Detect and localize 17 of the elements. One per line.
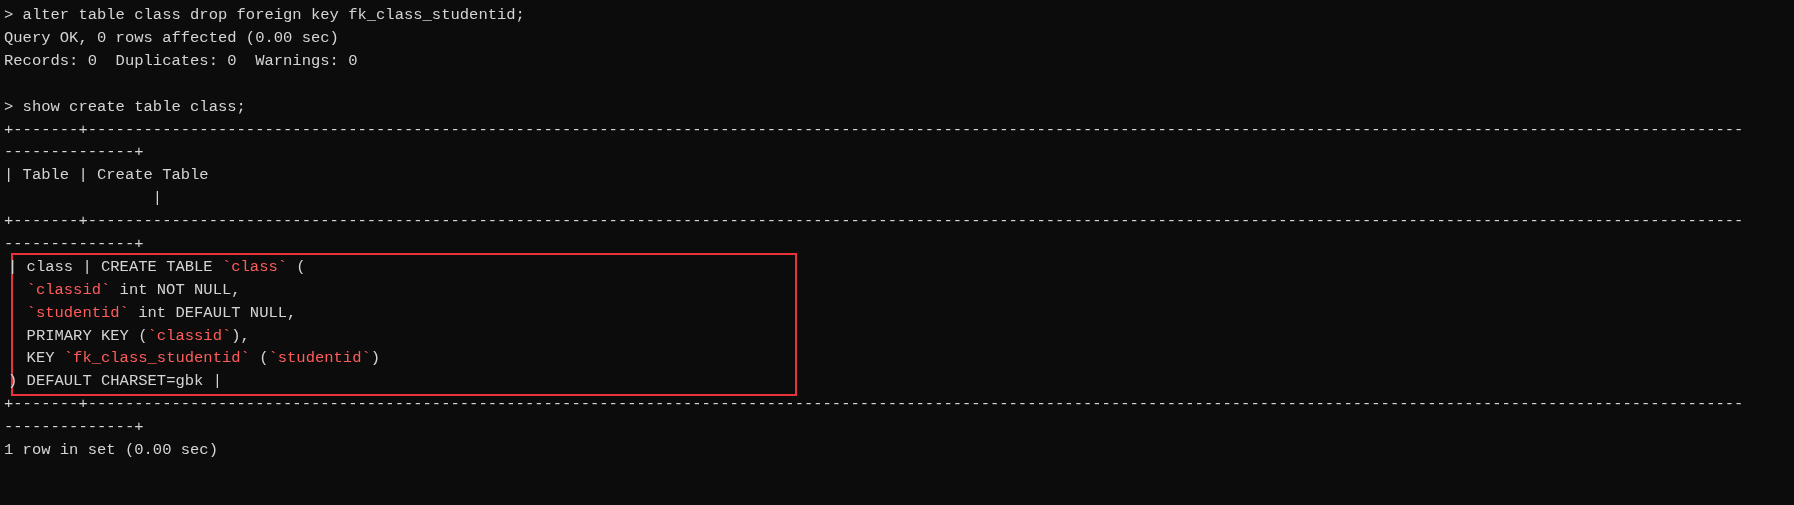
- terminal-line: Query OK, 0 rows affected (0.00 sec): [4, 27, 339, 49]
- terminal-line: Records: 0 Duplicates: 0 Warnings: 0: [4, 50, 358, 72]
- code-line: `classid` int NOT NULL,: [26, 279, 241, 301]
- code-line: `studentid` int DEFAULT NULL,: [26, 302, 297, 324]
- table-border-line: +-------+------------------------------------------------------------------------------------------------------------------------------------------------------------------------------------------------+: [4, 211, 1744, 255]
- code-line: | class | CREATE TABLE `class` (: [8, 256, 306, 278]
- highlight-frame: [11, 252, 797, 397]
- table-border-line: +-------+------------------------------------------------------------------------------------------------------------------------------------------------------------------------------------------------+: [4, 119, 1744, 164]
- terminal-line: > show create table class;: [4, 96, 246, 118]
- table-border-line: +-------+------------------------------------------------------------------------------------------------------------------------------------------------------------------------------------------------+: [4, 394, 1744, 439]
- terminal-line: > alter table class drop foreign key fk_class_studentid;: [4, 5, 525, 26]
- terminal-line: | Table | Create Table: [4, 165, 209, 187]
- terminal-line: |: [152, 188, 163, 210]
- terminal-line: 1 row in set (0.00 sec): [4, 440, 218, 462]
- code-line: PRIMARY KEY (`classid`),: [26, 325, 250, 347]
- code-line: KEY `fk_class_studentid` (`studentid`): [26, 348, 381, 370]
- code-line: ) DEFAULT CHARSET=gbk |: [8, 371, 222, 393]
